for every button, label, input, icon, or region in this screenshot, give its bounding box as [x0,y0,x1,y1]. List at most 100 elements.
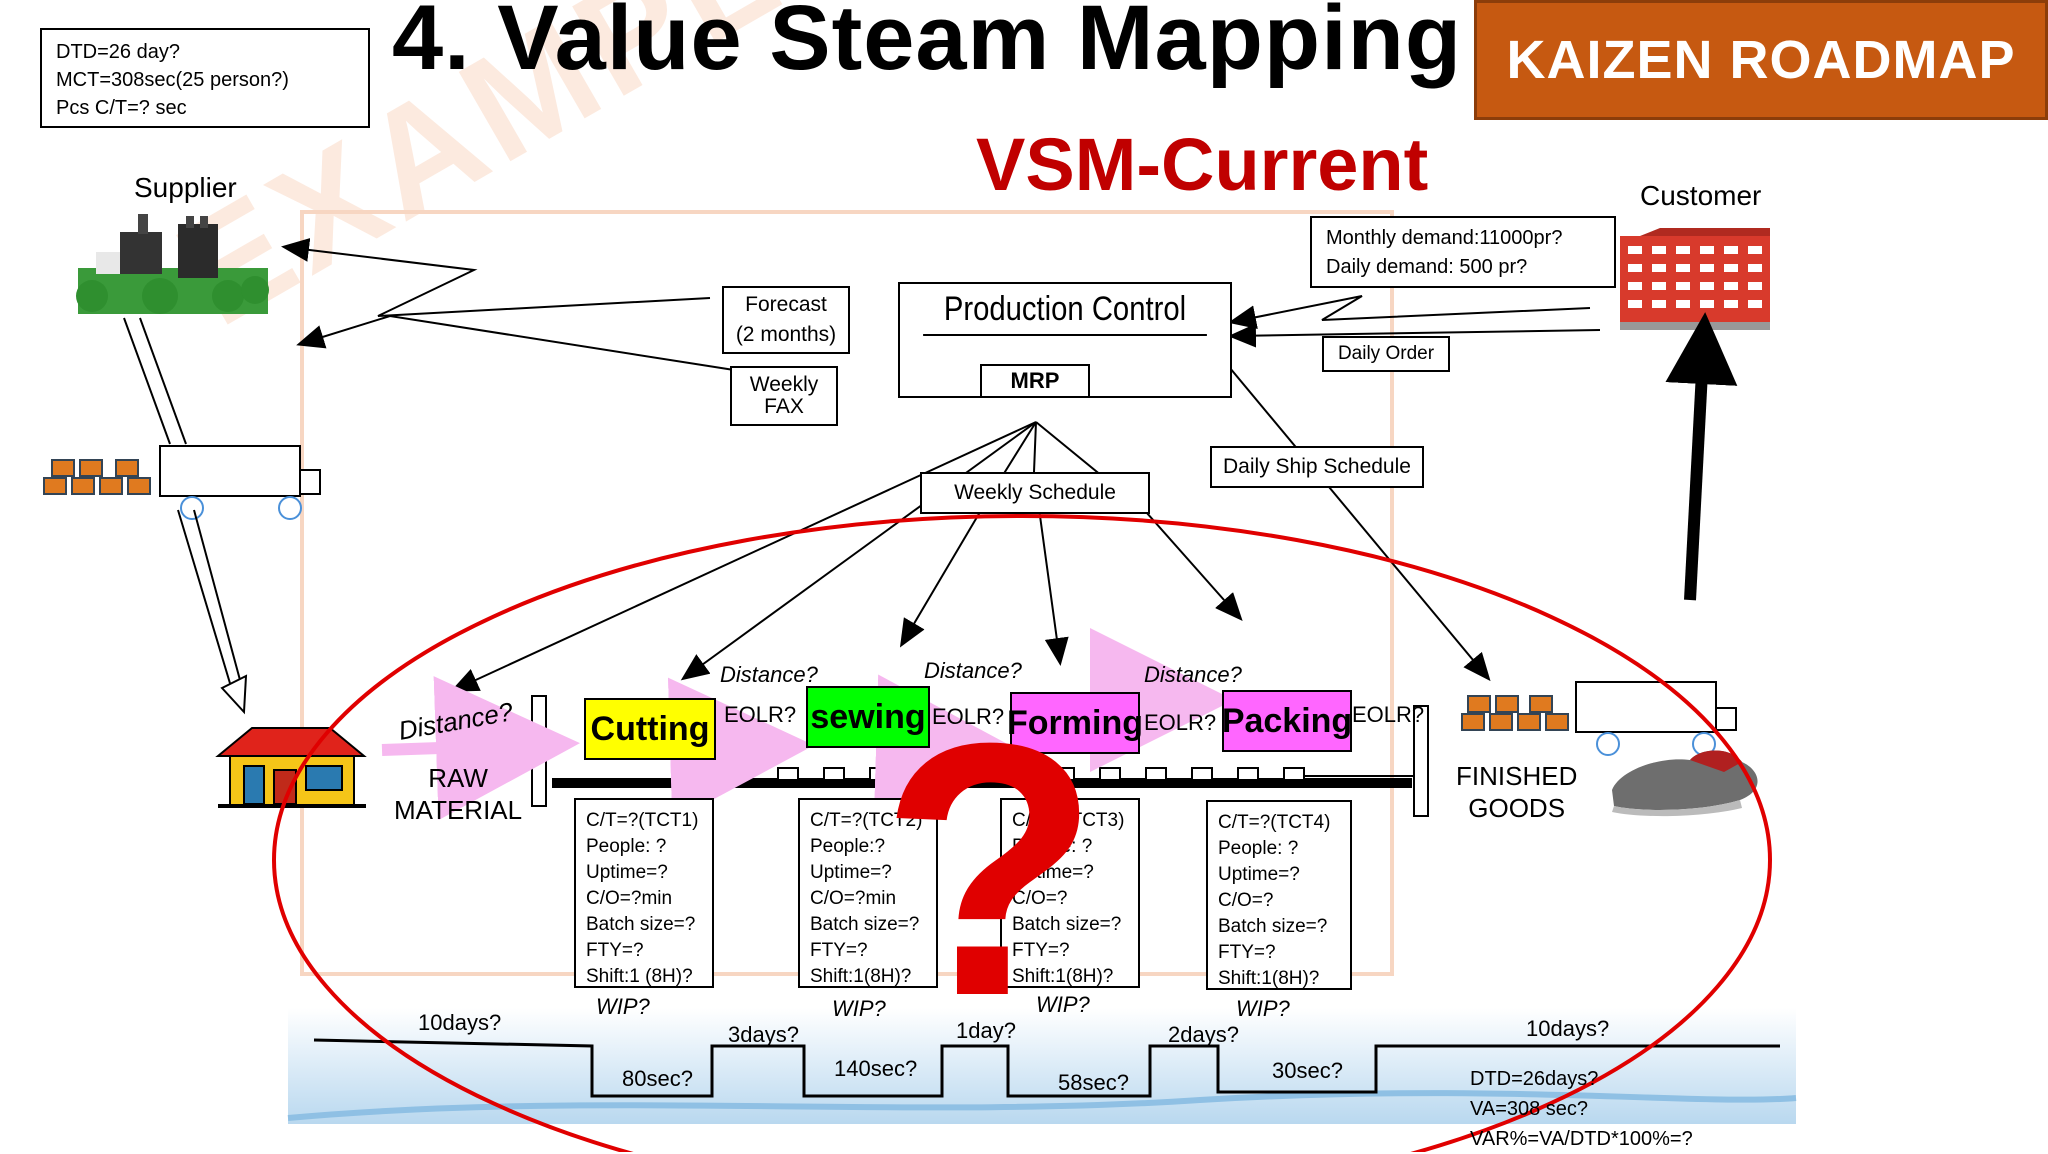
data-line: Uptime=? [810,862,892,883]
timeline-summary: DTD=26days? VA=308 sec? VAR%=VA/DTD*100%… [1470,1064,1693,1154]
process-packing: Packing [1222,690,1352,752]
data-line: Uptime=? [586,862,668,883]
ship-schedule-arrow [1189,319,1491,682]
data-line: People: ? [586,836,667,857]
lead-time-label: 3days? [728,1022,799,1047]
data-line: Batch size=? [810,914,920,935]
demand-line: Monthly demand:11000pr? [1326,227,1563,249]
eolr-label: EOLR? [1352,702,1425,727]
data-line: FTY=? [1012,940,1070,961]
info-line: Pcs C/T=? sec [56,97,187,119]
forecast-box: Forecast (2 months) [722,286,850,354]
info-line: DTD=26 day? [56,41,180,63]
data-line: Shift:1(8H)? [1012,966,1114,987]
summary-line: VAR%=VA/DTD*100%=? [1470,1128,1693,1150]
cycle-time-label: 30sec? [1272,1058,1343,1083]
process-forming: Forming [1007,692,1143,754]
demand-line: Daily demand: 500 pr? [1326,256,1528,278]
data-box-sewing: C/T=?(TCT2) People:? Uptime=? C/O=?min B… [798,798,938,988]
data-line: C/T=?(TCT1) [586,810,699,831]
data-line: Shift:1 (8H)? [586,966,693,987]
lead-time-label: 2days? [1168,1022,1239,1047]
data-line: Uptime=? [1218,864,1300,885]
forecast-line: Forecast [745,293,827,316]
finished-goods-line: FINISHED [1456,761,1578,791]
cycle-time-label: 80sec? [622,1066,693,1091]
supplier-label: Supplier [134,172,237,203]
raw-material-label: RAW MATERIAL [394,762,522,826]
wip-label: WIP? [832,996,886,1021]
data-line: Batch size=? [1218,916,1328,937]
warehouse-icon [215,727,367,808]
focus-ellipse [272,514,1772,1152]
lead-time-label: 10days? [1526,1016,1610,1041]
finished-goods-label: FINISHED GOODS [1456,760,1577,824]
production-control-title: Production Control [923,284,1207,336]
data-line: C/T=?(TCT3) [1012,810,1125,831]
data-line: C/T=?(TCT4) [1218,812,1331,833]
production-control-box: Production Control MRP [898,282,1232,398]
top-info-box: DTD=26 day? MCT=308sec(25 person?) Pcs C… [40,28,370,128]
data-line: FTY=? [586,940,644,961]
data-line: C/O=? [1012,888,1068,909]
data-line: Batch size=? [1012,914,1122,935]
lead-time-label: 10days? [418,1010,502,1035]
data-line: People: ? [1012,836,1093,857]
data-line: FTY=? [1218,942,1276,963]
supplier-boxes-icon [43,459,151,495]
cycle-time-label: 58sec? [1058,1070,1129,1095]
finished-truck-icon [1575,681,1737,756]
eolr-label: EOLR? [724,702,797,727]
schedule-arrows [450,421,1243,692]
distance-label: Distance? [924,658,1022,683]
data-line: People: ? [1218,838,1299,859]
finished-goods-line: GOODS [1468,793,1566,823]
data-line: C/T=?(TCT2) [810,810,923,831]
data-line: Uptime=? [1012,862,1094,883]
supplier-truck-icon [159,445,321,520]
data-line: FTY=? [810,940,868,961]
data-line: Shift:1(8H)? [1218,968,1320,989]
customer-label: Customer [1640,180,1762,211]
vsm-current-heading: VSM-Current [976,123,1429,206]
distance-label: Distance? [720,662,818,687]
weekly-fax-line: FAX [764,395,804,418]
supplier-factory-icon [76,214,269,314]
weekly-schedule-box: Weekly Schedule [920,472,1150,514]
to-customer-arrow [1665,312,1738,601]
eolr-label: EOLR? [1144,710,1217,735]
data-line: C/O=?min [810,888,897,909]
customer-demand-box: Monthly demand:11000pr? Daily demand: 50… [1310,216,1616,288]
forecast-line: (2 months) [735,323,837,346]
info-line: MCT=308sec(25 person?) [56,69,289,91]
data-line: C/O=?min [586,888,673,909]
data-line: Shift:1(8H)? [810,966,912,987]
weekly-fax-flow-arrow [296,314,735,371]
data-box-forming: C/T=?(TCT3) People: ? Uptime=? C/O=? Bat… [1000,798,1140,988]
data-box-cutting: C/T=?(TCT1) People: ? Uptime=? C/O=?min … [574,798,714,988]
wip-label: WIP? [1036,992,1090,1017]
weekly-fax-line: Weekly [749,373,819,396]
raw-material-line: MATERIAL [394,795,523,825]
customer-order-arrow-2 [1228,323,1601,348]
customer-order-arrow-1 [1228,295,1591,330]
summary-line: DTD=26days? [1470,1068,1599,1090]
kaizen-roadmap-badge: KAIZEN ROADMAP [1474,0,2048,120]
distance-label: Distance? [1144,662,1242,687]
cycle-time-label: 140sec? [834,1056,918,1081]
wip-label: WIP? [596,994,650,1019]
data-line: People:? [810,836,886,857]
question-mark: ? [880,669,1100,1071]
wip-label: WIP? [1236,996,1290,1021]
shoe-icon [1612,750,1758,817]
forecast-flow-arrow [281,237,711,317]
eolr-label: EOLR? [932,704,1005,729]
timeline-line [313,1038,1780,1098]
process-cutting: Cutting [584,698,716,760]
daily-ship-schedule-box: Daily Ship Schedule [1210,446,1424,488]
process-sewing: sewing [806,686,930,748]
data-line: Batch size=? [586,914,696,935]
lead-time-label: 1day? [956,1018,1016,1043]
mrp-box: MRP [980,364,1090,398]
